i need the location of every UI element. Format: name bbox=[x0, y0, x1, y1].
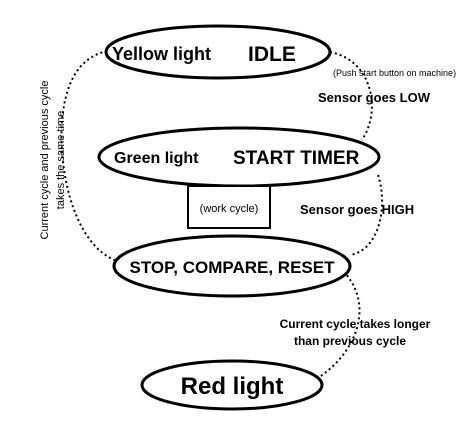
state-stop-ellipse bbox=[112, 234, 352, 298]
work-cycle-label: (work cycle) bbox=[200, 203, 259, 215]
state-idle-light-label: Yellow light bbox=[112, 44, 211, 64]
state-red-label: Red light bbox=[181, 373, 284, 400]
transition-stop-to-red bbox=[317, 267, 361, 379]
transition-stop-to-idle bbox=[60, 49, 121, 263]
annotation-push-start: (Push start button on machine) bbox=[333, 68, 456, 78]
state-idle-ellipse bbox=[104, 24, 332, 80]
annotation-longer-line1: Current cycle takes longer bbox=[280, 317, 431, 331]
state-start-name-label: START TIMER bbox=[233, 148, 360, 169]
state-red-ellipse bbox=[140, 359, 324, 411]
state-start-light-label: Green light bbox=[114, 150, 199, 167]
state-idle-name-label: IDLE bbox=[248, 43, 296, 66]
annotation-longer-line2: than previous cycle bbox=[294, 334, 406, 348]
annotation-sensor-high: Sensor goes HIGH bbox=[300, 202, 414, 217]
annotation-same-line2: takes the same time bbox=[55, 111, 67, 209]
work-cycle-box bbox=[187, 185, 271, 229]
annotation-sensor-low: Sensor goes LOW bbox=[318, 90, 431, 105]
state-stop-label: STOP, COMPARE, RESET bbox=[130, 258, 336, 277]
transition-start-to-stop bbox=[349, 174, 384, 256]
annotation-same-line1: Current cycle and previous cycle bbox=[39, 81, 51, 240]
transition-idle-to-start bbox=[329, 51, 373, 141]
